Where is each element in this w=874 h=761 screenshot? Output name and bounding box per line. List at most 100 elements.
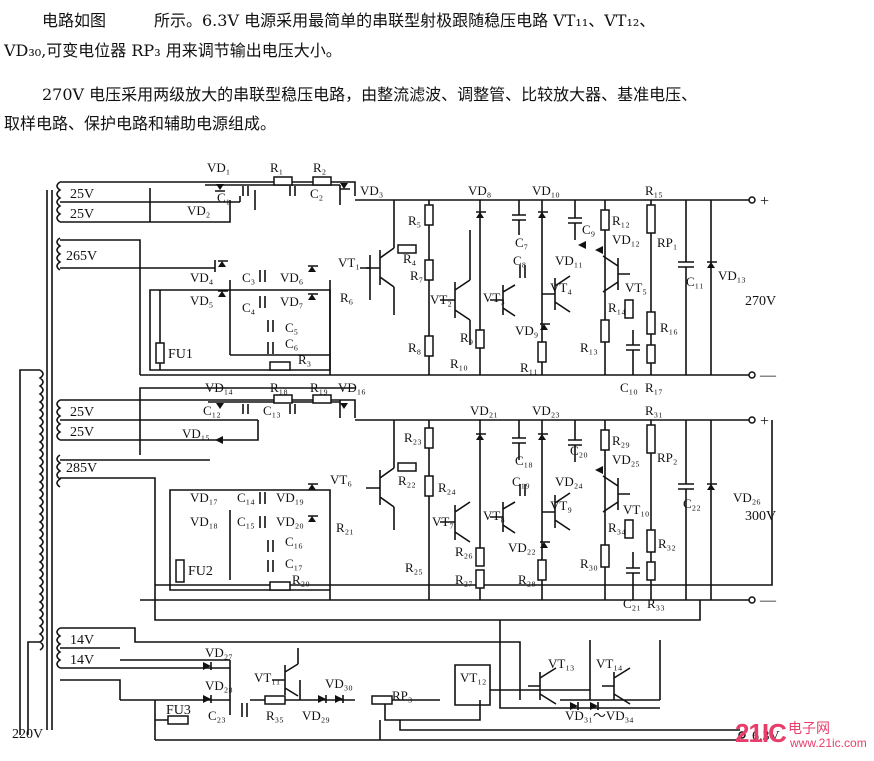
secondary-14v-b: 14V bbox=[70, 653, 94, 668]
label-vt13: VT₁₃ bbox=[548, 656, 574, 671]
output-300v-label: 300V bbox=[745, 509, 776, 524]
label-vd31-34: VD₃₁～VD₃₄ bbox=[565, 708, 634, 723]
transistor-vt3 bbox=[490, 284, 516, 317]
resistor-r4 bbox=[397, 244, 417, 254]
resistor-r26 bbox=[475, 547, 485, 567]
fuse-fu3 bbox=[167, 715, 189, 725]
label-c10: C₁₀ bbox=[620, 380, 638, 395]
transistor-vt13 bbox=[528, 667, 557, 705]
terminal-300v-minus bbox=[748, 596, 756, 604]
label-r19: R₁₉ bbox=[310, 380, 328, 395]
label-vd26: VD₂₆ bbox=[733, 490, 761, 505]
resistor-r9 bbox=[475, 329, 485, 349]
label-c20: C₂₀ bbox=[570, 443, 588, 458]
resistor-r24 bbox=[424, 475, 434, 497]
resistor-r7 bbox=[424, 259, 434, 281]
label-vd3: VD₃ bbox=[360, 183, 383, 198]
resistor-r17 bbox=[646, 344, 656, 364]
label-vt3: VT₃ bbox=[483, 290, 505, 305]
label-r2: R₂ bbox=[313, 160, 326, 175]
resistor-r32 bbox=[646, 529, 656, 553]
label-vt2: VT₂ bbox=[430, 292, 452, 307]
label-r12: R₁₂ bbox=[612, 213, 630, 228]
output-270v-label: 270V bbox=[745, 294, 776, 309]
transistor-vt8 bbox=[490, 501, 516, 534]
secondary-25v-c: 25V bbox=[70, 405, 94, 420]
label-r20: R₂₀ bbox=[292, 572, 310, 587]
transistor-vt4 bbox=[542, 275, 571, 313]
label-vt4: VT₄ bbox=[550, 280, 572, 295]
label-r26: R₂₆ bbox=[455, 544, 473, 559]
section-6v3: FU3 6.3V bbox=[60, 620, 780, 744]
resistor-r11 bbox=[537, 341, 547, 363]
label-r16: R₁₆ bbox=[660, 320, 678, 335]
label-c11: C₁₁ bbox=[686, 274, 704, 289]
label-c5: C₅ bbox=[285, 320, 298, 335]
label-r5: R₅ bbox=[408, 213, 421, 228]
label-c19: C₁₉ bbox=[512, 474, 530, 489]
resistor-r27 bbox=[475, 569, 485, 589]
label-c4: C₄ bbox=[242, 300, 256, 315]
label-c3: C₃ bbox=[242, 270, 255, 285]
label-r30: R₃₀ bbox=[580, 556, 598, 571]
label-vd19: VD₁₉ bbox=[276, 490, 304, 505]
label-vd9: VD₉ bbox=[515, 323, 538, 338]
label-r11: R₁₁ bbox=[520, 360, 538, 375]
label-vd29: VD₂₉ bbox=[302, 708, 330, 723]
label-r4: R₄ bbox=[403, 251, 417, 266]
fuse-fu1 bbox=[155, 342, 165, 364]
transistor-vt1 bbox=[360, 200, 395, 315]
label-vd17: VD₁₇ bbox=[190, 490, 218, 505]
label-c12: C₁₂ bbox=[203, 403, 221, 418]
label-c21: C₂₁ bbox=[623, 596, 641, 611]
resistor-r29 bbox=[600, 429, 610, 451]
plus-sign-1: + bbox=[760, 193, 769, 210]
resistor-r16 bbox=[646, 311, 656, 335]
label-r18: R₁₈ bbox=[270, 380, 288, 395]
label-c17: C₁₇ bbox=[285, 556, 303, 571]
label-rp1: RP₁ bbox=[657, 235, 677, 250]
fuse-fu3-label: FU3 bbox=[166, 703, 191, 718]
transformer: 220V 25V 25V 265V 25V 25V 285V 14V 14V bbox=[12, 181, 97, 742]
label-r15: R₁₅ bbox=[645, 183, 663, 198]
label-r10: R₁₀ bbox=[450, 356, 468, 371]
resistor-r8 bbox=[424, 335, 434, 357]
secondary-265v: 265V bbox=[66, 249, 97, 264]
label-vt10: VT₁₀ bbox=[623, 502, 649, 517]
label-rp2: RP₂ bbox=[657, 450, 677, 465]
watermark-cn: 电子网 bbox=[788, 721, 830, 737]
minus-sign-2: — bbox=[759, 592, 777, 609]
label-vd23: VD₂₃ bbox=[532, 403, 560, 418]
transistor-vt5 bbox=[602, 255, 630, 293]
label-vd2: VD₂ bbox=[187, 203, 210, 218]
resistor-r30 bbox=[600, 544, 610, 568]
transistor-vt14 bbox=[602, 667, 631, 705]
label-vd13: VD₁₃ bbox=[718, 268, 746, 283]
transistor-vt11 bbox=[272, 648, 299, 697]
label-vd25: VD₂₅ bbox=[612, 452, 640, 467]
label-c18: C₁₈ bbox=[515, 453, 533, 468]
label-c16: C₁₆ bbox=[285, 534, 303, 549]
label-vd5: VD₅ bbox=[190, 293, 213, 308]
resistor-r13 bbox=[600, 319, 610, 343]
label-vd11: VD₁₁ bbox=[555, 253, 583, 268]
resistor-r22 bbox=[397, 462, 417, 472]
intro-line-3: 270V 电压采用两级放大的串联型稳压电路，由整流滤波、调整管、比较放大器、基准… bbox=[42, 85, 698, 104]
watermark-url: www.21ic.com bbox=[790, 736, 867, 750]
label-vd22: VD₂₂ bbox=[508, 540, 536, 555]
secondary-285v: 285V bbox=[66, 461, 97, 476]
resistor-r1 bbox=[273, 176, 293, 186]
resistor-r18 bbox=[273, 394, 293, 404]
label-vd21: VD₂₁ bbox=[470, 403, 498, 418]
label-vt5: VT₅ bbox=[625, 280, 647, 295]
label-r13: R₁₃ bbox=[580, 340, 598, 355]
terminal-300v-plus bbox=[748, 416, 756, 424]
label-c15: C₁₅ bbox=[237, 514, 255, 529]
label-vd24: VD₂₄ bbox=[555, 474, 583, 489]
label-vt12: VT₁₂ bbox=[460, 670, 486, 685]
intro-line-2: VD₃₀,可变电位器 RP₃ 用来调节输出电压大小。 bbox=[4, 41, 342, 60]
label-vd7: VD₇ bbox=[280, 294, 303, 309]
label-c23: C₂₃ bbox=[208, 708, 226, 723]
resistor-rp3 bbox=[371, 695, 393, 705]
label-r32: R₃₂ bbox=[658, 536, 676, 551]
